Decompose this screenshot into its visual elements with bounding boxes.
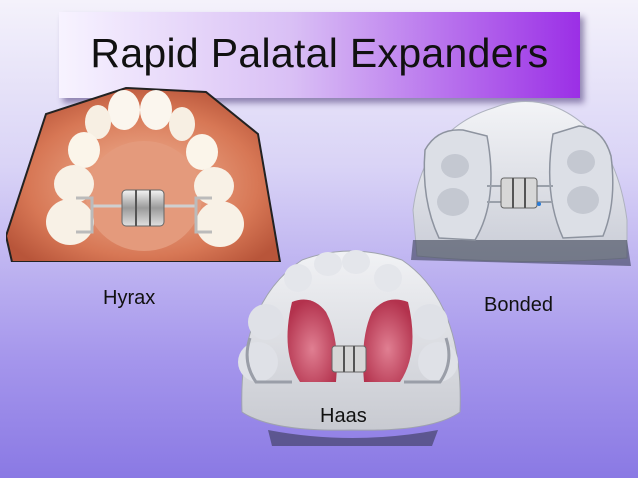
title-banner: Rapid Palatal Expanders [59, 12, 580, 98]
bonded-label: Bonded [484, 294, 553, 316]
hyrax-label: Hyrax [103, 287, 156, 309]
slide-title: Rapid Palatal Expanders [90, 30, 549, 76]
haas-expander-photo [232, 242, 468, 448]
haas-label: Haas [320, 405, 367, 427]
bonded-expander-photo [403, 90, 635, 270]
hyrax-expander-photo [6, 86, 282, 262]
